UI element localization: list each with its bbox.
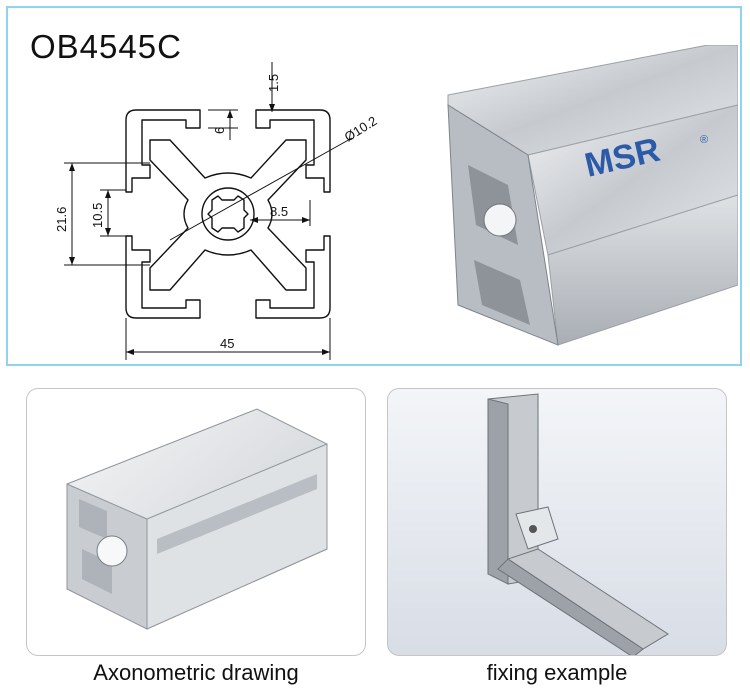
dim-top-gap: 1.5 xyxy=(266,74,281,92)
profile-inner-web xyxy=(149,139,307,291)
product-title: OB4545C xyxy=(30,28,182,65)
center-bore-splines xyxy=(207,195,249,233)
dim-bore-offset: 8.5 xyxy=(270,204,288,219)
axonometric-illustration xyxy=(66,408,328,630)
dim-slot-depth: 6 xyxy=(212,127,227,134)
brand-registered-mark: ® xyxy=(700,134,708,146)
profile-render: MSR ® xyxy=(447,45,738,346)
axonometric-card xyxy=(26,388,366,656)
center-bore xyxy=(201,187,255,241)
cross-section-drawing: 1.5 6 Ø10.2 8.5 10.5 21.6 45 xyxy=(54,62,380,360)
dim-span: 21.6 xyxy=(54,207,69,232)
caption-axonometric: Axonometric drawing xyxy=(93,660,299,685)
dim-diameter: Ø10.2 xyxy=(342,113,380,144)
dim-overall-width: 45 xyxy=(220,336,234,351)
fixing-illustration xyxy=(487,393,669,655)
profile-corner-bottom-right xyxy=(255,235,331,319)
profile-corner-bottom-left xyxy=(125,235,201,319)
caption-fixing: fixing example xyxy=(486,660,628,685)
fixing-example-card xyxy=(387,388,727,656)
profile-corner-top-right xyxy=(255,109,331,193)
dim-slot-width: 10.5 xyxy=(90,203,105,228)
profile-corner-top-left xyxy=(125,109,201,193)
